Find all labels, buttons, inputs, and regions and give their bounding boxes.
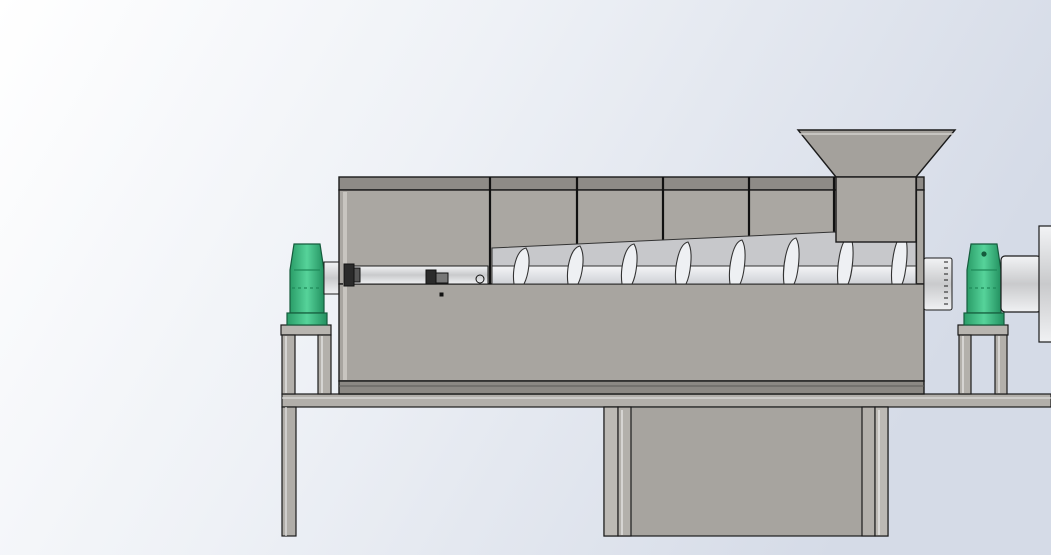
screw-auger[interactable]	[347, 231, 917, 285]
drive-coupling	[343, 263, 485, 297]
screw-flight	[512, 247, 530, 285]
screw-flight	[674, 241, 692, 285]
screw-flight	[566, 245, 584, 285]
feed-hopper[interactable]	[796, 129, 957, 243]
base-beam	[281, 393, 1051, 408]
left-bearing[interactable]	[286, 243, 328, 326]
base-leg-left	[281, 406, 297, 537]
motor-flange[interactable]	[1000, 225, 1051, 343]
right-bearing[interactable]	[963, 243, 1005, 326]
screw-flight	[782, 237, 800, 285]
right-bearing-stand[interactable]	[957, 324, 1009, 395]
screw-flight	[728, 239, 746, 285]
outlet-dial[interactable]	[923, 257, 953, 311]
screw-flight	[620, 243, 638, 285]
collection-tank[interactable]	[603, 406, 889, 537]
